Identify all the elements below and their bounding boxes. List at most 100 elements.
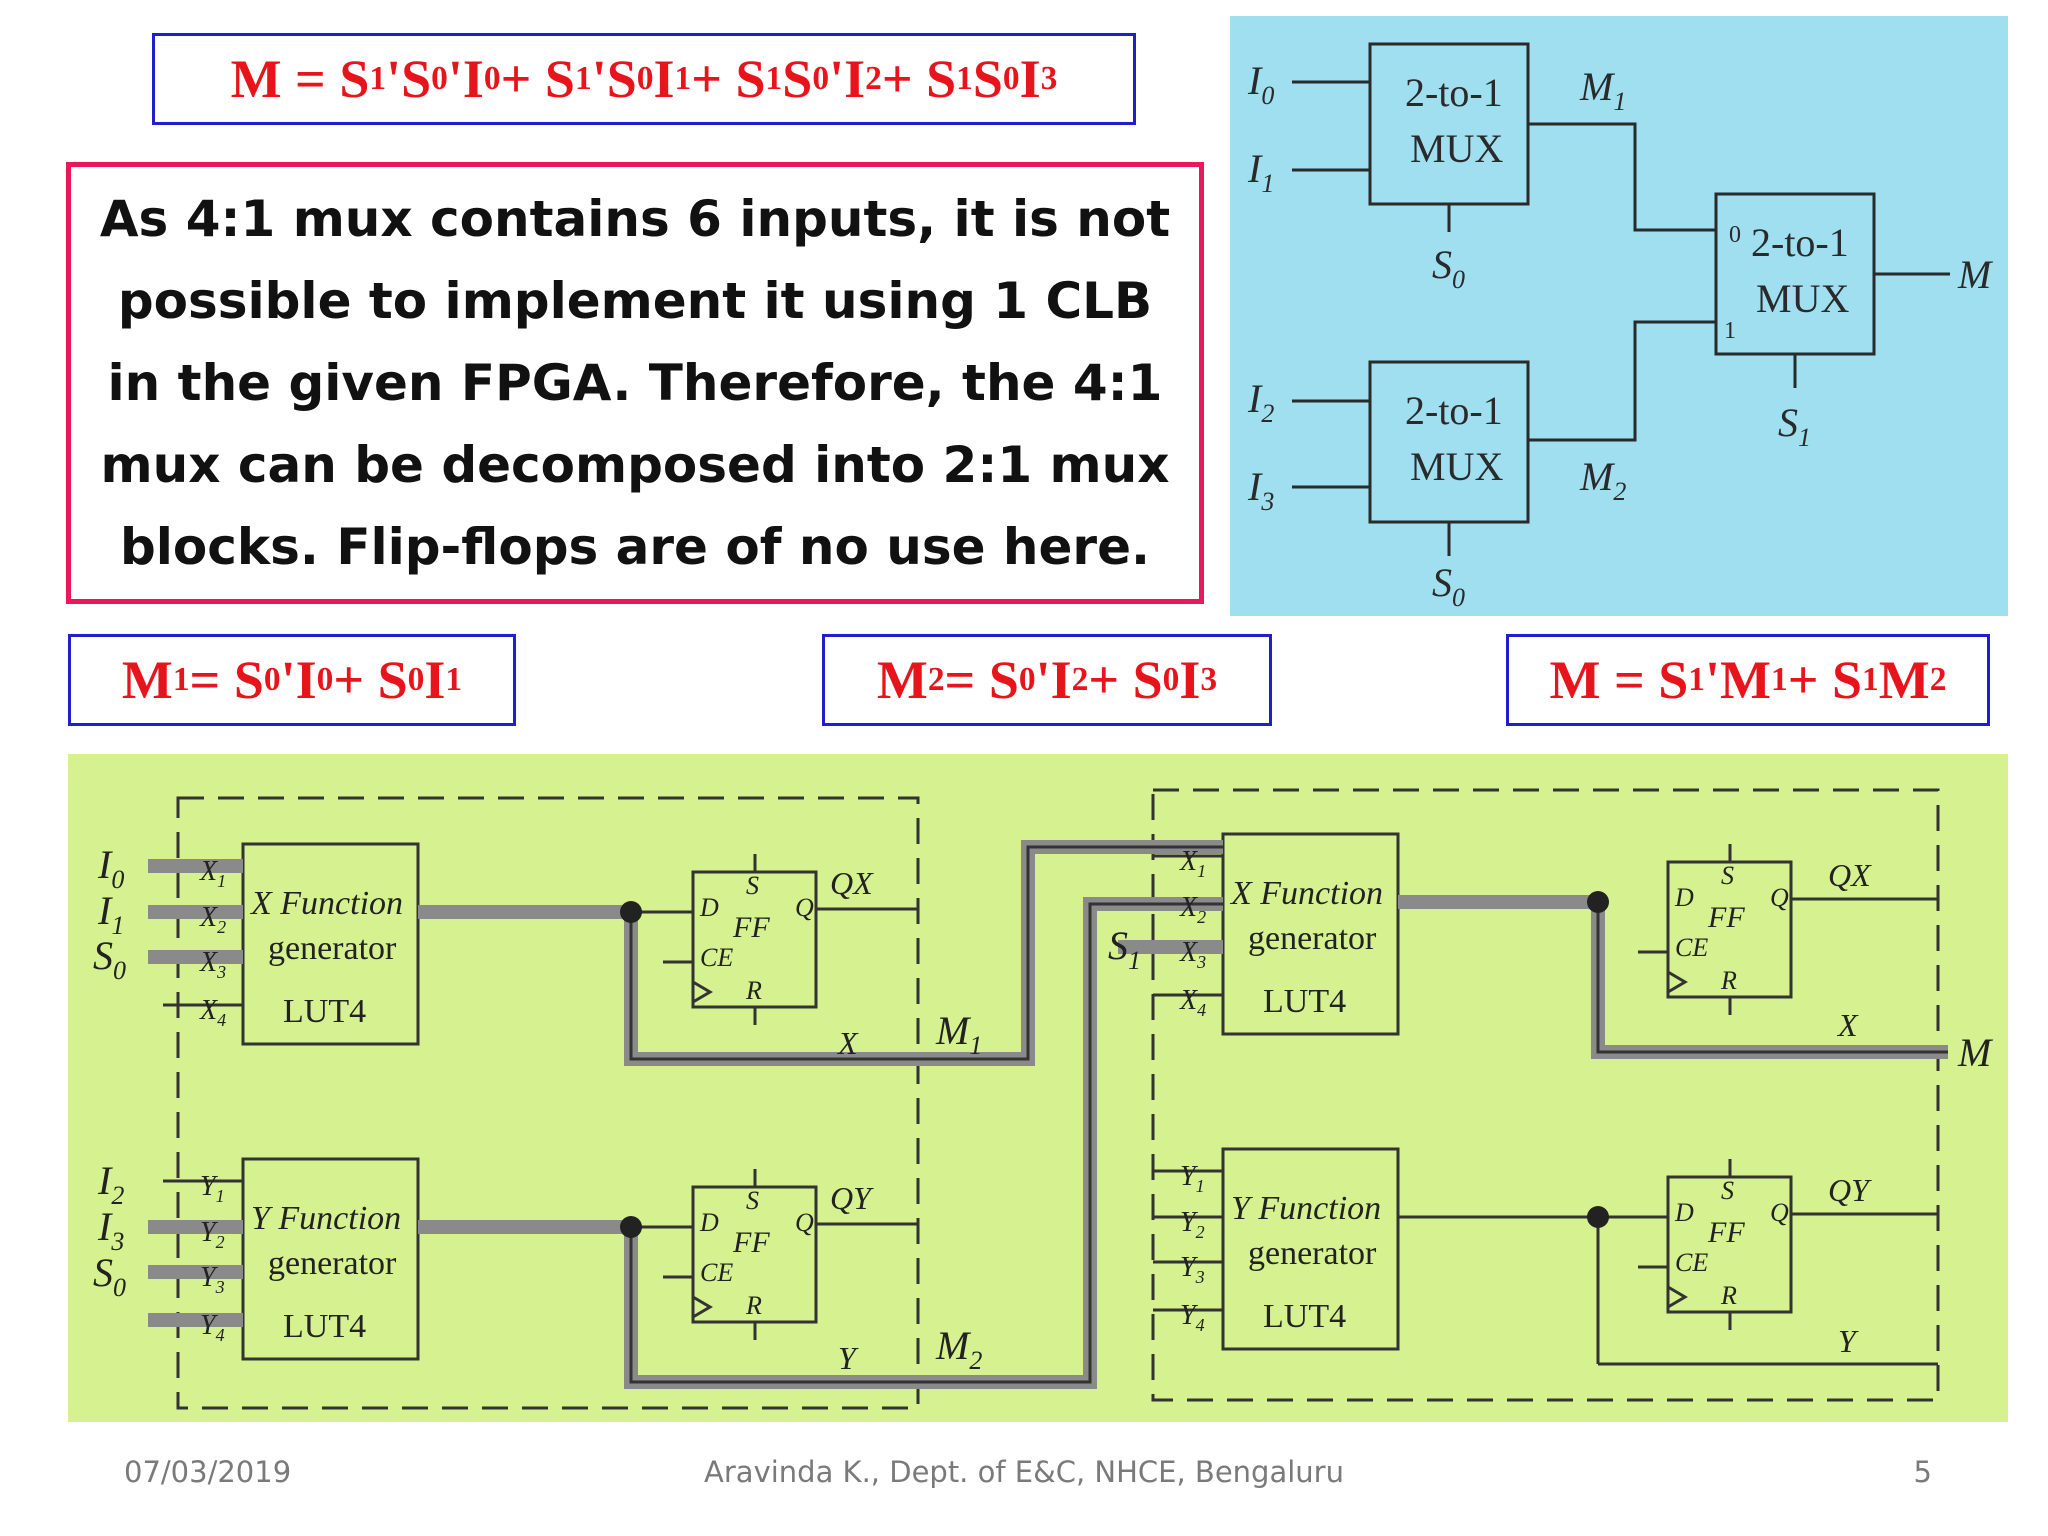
x-gen-right-line1: X Function — [1229, 875, 1383, 912]
pin-y4-left: Y4 — [200, 1310, 225, 1345]
junction-dot — [1587, 891, 1609, 913]
pin-y2-left: Y2 — [200, 1217, 225, 1252]
label-s1: S1 — [1108, 923, 1141, 975]
fpga-clb-diagram: X Function generator LUT4 Y Function gen… — [68, 754, 2008, 1422]
ff-s-label: S — [746, 1186, 759, 1215]
ff-q-label: Q — [795, 1208, 814, 1237]
page-number: 5 — [1913, 1455, 1932, 1489]
x-gen-left-line1: X Function — [249, 885, 403, 922]
eq-part: M — [121, 650, 173, 710]
pin-y3-right: Y3 — [1180, 1252, 1205, 1287]
eq-part: M = S — [230, 49, 370, 109]
explanation-text: As 4:1 mux contains 6 inputs, it is not … — [99, 190, 1171, 576]
pin-x4-right: X4 — [1179, 985, 1206, 1020]
junction-dot — [1587, 1206, 1609, 1228]
mux-bottom-line2: MUX — [1410, 444, 1503, 489]
qy-left-label: QY — [830, 1180, 874, 1216]
eq-part: 'I — [829, 49, 866, 109]
x-function-generator-right — [1221, 832, 1400, 1036]
ff-q-label: Q — [1770, 1198, 1789, 1227]
ff-r-label: R — [1720, 1281, 1737, 1310]
pin-x3-right: X3 — [1179, 937, 1206, 972]
qx-right-label: QX — [1828, 857, 1872, 893]
eq-part: 'I — [1035, 650, 1072, 710]
eq-part: + S — [500, 49, 575, 109]
fpga-clb-svg: X Function generator LUT4 Y Function gen… — [93, 788, 1994, 1410]
pin-x1-right: X1 — [1179, 846, 1206, 881]
y-gen-right-line1: Y Function — [1231, 1190, 1381, 1227]
eq-part: + S — [333, 650, 408, 710]
ff-d-label: D — [1674, 1198, 1694, 1227]
eq-part: S — [972, 49, 1003, 109]
y-function-generator-right — [1221, 1147, 1400, 1351]
eq-part: M — [1878, 650, 1930, 710]
y-gen-left-line3: LUT4 — [283, 1308, 366, 1345]
label-i3: I3 — [1247, 464, 1274, 516]
pin-x3-left: X3 — [199, 947, 226, 982]
eq-part: 'S — [591, 49, 637, 109]
ff-ce-label: CE — [1675, 933, 1708, 962]
label-m2: M2 — [1579, 454, 1626, 506]
eq-part: I — [424, 650, 446, 710]
label-m-out: M — [1957, 1030, 1994, 1075]
x-gen-right-line3: LUT4 — [1263, 983, 1346, 1020]
mux-tree-svg: 2-to-1 MUX 2-to-1 MUX 2-to-1 MUX 0 1 I0 … — [1247, 42, 1994, 612]
label-i1: I1 — [97, 888, 124, 940]
eq-part: I — [1179, 650, 1201, 710]
ff-label: FF — [732, 911, 770, 944]
eq-part: + S — [1787, 650, 1863, 710]
junction-dot — [620, 901, 642, 923]
x-right-label: X — [1836, 1007, 1859, 1043]
label-i3: I3 — [97, 1204, 124, 1256]
label-m1: M1 — [935, 1008, 982, 1060]
y-left-label: Y — [838, 1340, 859, 1376]
mux-block-bottom — [1368, 360, 1530, 524]
pin-y4-right: Y4 — [1180, 1300, 1205, 1335]
label-s0-bottom: S0 — [1432, 560, 1465, 612]
pin-x1-left: X1 — [199, 856, 226, 891]
ff-r-label: R — [1720, 966, 1737, 995]
ff-s-label: S — [1721, 1176, 1734, 1205]
mux-out-line2: MUX — [1756, 276, 1849, 321]
label-s1: S1 — [1778, 400, 1811, 452]
label-s0-top: S0 — [93, 933, 126, 985]
port-0-label: 0 — [1729, 222, 1741, 248]
ff-ce-label: CE — [1675, 1248, 1708, 1277]
mux-tree-diagram: 2-to-1 MUX 2-to-1 MUX 2-to-1 MUX 0 1 I0 … — [1230, 16, 2008, 616]
ff-label: FF — [1707, 1216, 1745, 1249]
pin-x2-left: X2 — [199, 902, 226, 937]
ff-ce-label: CE — [700, 1258, 733, 1287]
x-gen-left-line2: generator — [268, 930, 397, 967]
label-i0: I0 — [1247, 58, 1274, 110]
clb-right-outline — [1151, 788, 1940, 1402]
mux-block-top — [1368, 42, 1530, 206]
label-s0-top: S0 — [1432, 242, 1465, 294]
eq-part: 'M — [1705, 650, 1771, 710]
ff-d-label: D — [699, 893, 719, 922]
eq-part: S — [782, 49, 813, 109]
label-s0-bottom: S0 — [93, 1250, 126, 1302]
label-i0: I0 — [97, 842, 124, 894]
eq-part: + S — [881, 49, 957, 109]
label-m1: M1 — [1579, 64, 1626, 116]
x-gen-right-line2: generator — [1248, 920, 1377, 957]
y-function-generator-left — [241, 1157, 420, 1361]
label-m2: M2 — [935, 1323, 982, 1375]
ff-q-label: Q — [1770, 883, 1789, 912]
clb-left-outline — [176, 796, 920, 1410]
qy-right-label: QY — [1828, 1172, 1872, 1208]
label-i2: I2 — [1247, 376, 1274, 428]
x-function-generator-left — [241, 842, 420, 1046]
junction-dot — [620, 1216, 642, 1238]
ff-r-label: R — [745, 976, 762, 1005]
mux-block-output — [1714, 192, 1876, 356]
footer-author: Aravinda K., Dept. of E&C, NHCE, Bengalu… — [704, 1455, 1344, 1489]
pin-x4-left: X4 — [199, 995, 226, 1030]
qx-left-label: QX — [830, 865, 874, 901]
x-gen-left-line3: LUT4 — [283, 993, 366, 1030]
mux-top-line1: 2-to-1 — [1405, 70, 1503, 115]
y-gen-right-line3: LUT4 — [1263, 1298, 1346, 1335]
port-1-label: 1 — [1724, 318, 1736, 344]
